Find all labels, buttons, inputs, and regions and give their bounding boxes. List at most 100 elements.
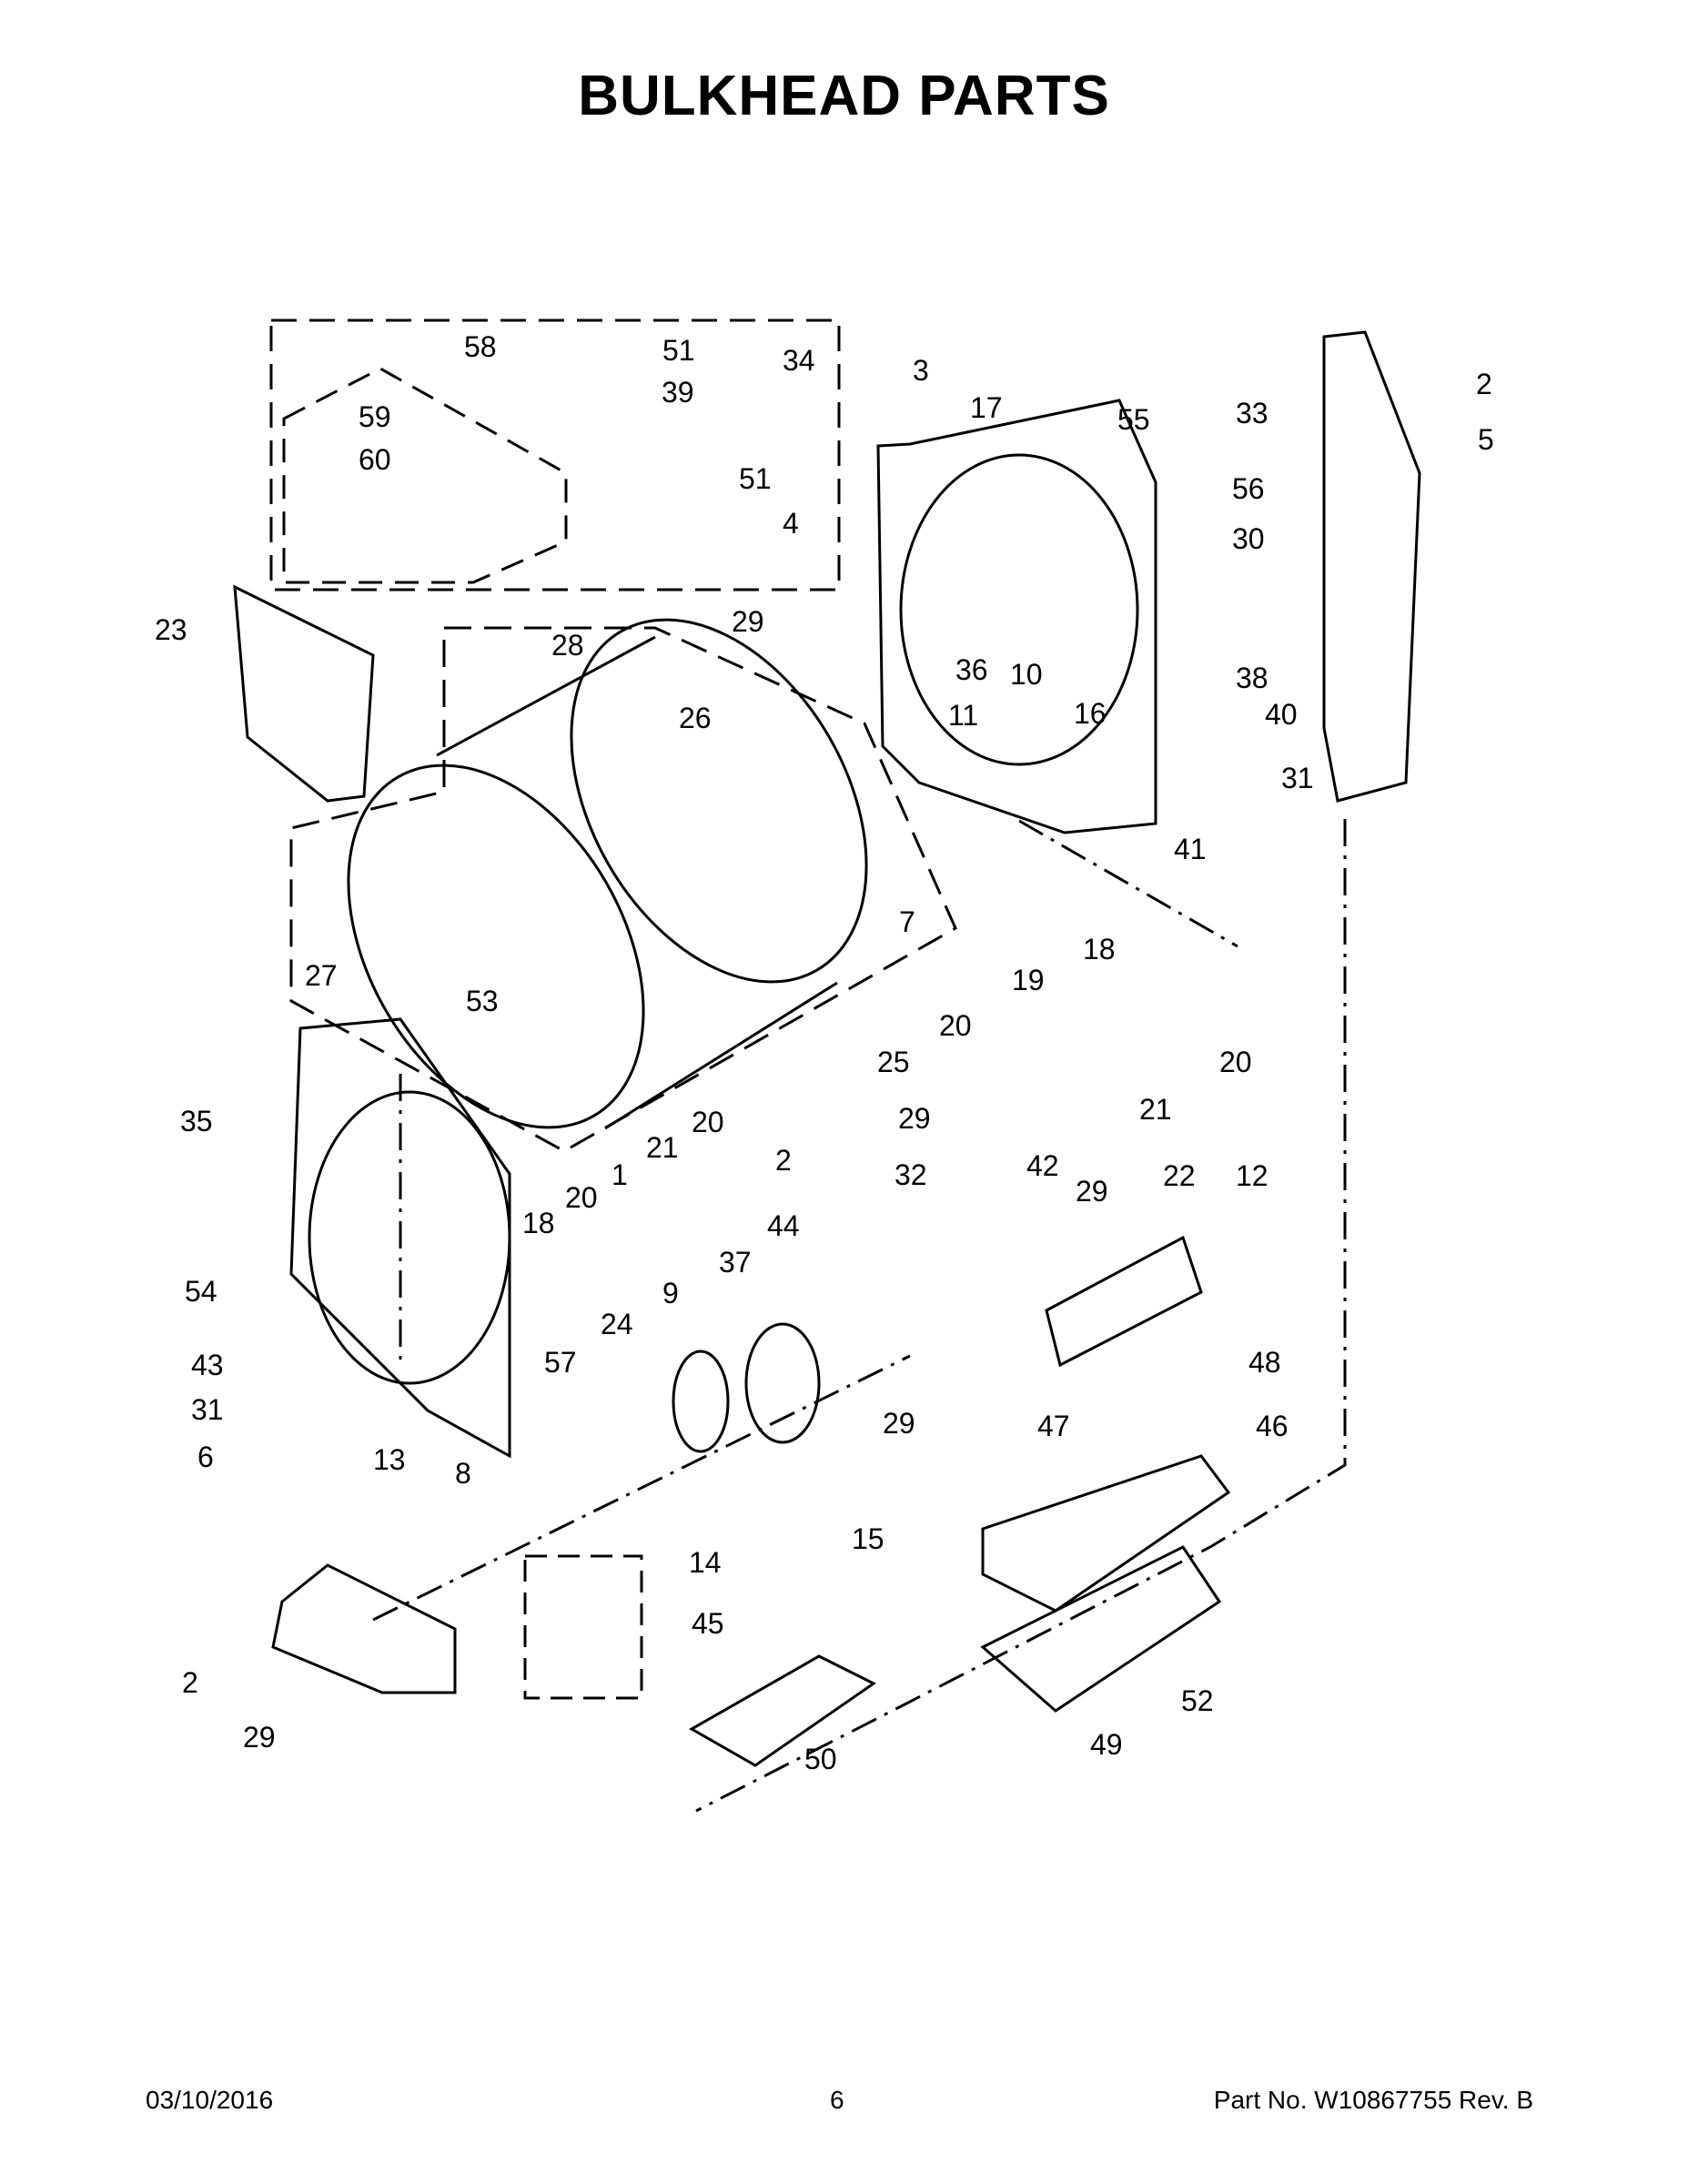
callout-2b: 2 xyxy=(775,1144,792,1177)
callout-45: 2 xyxy=(182,1666,198,1699)
callout-16: 16 xyxy=(1074,697,1107,730)
callout-15: 14 xyxy=(689,1546,722,1579)
axis-line-right xyxy=(695,819,1347,1813)
callout-24: 24 xyxy=(601,1308,633,1340)
callout-49: 52 xyxy=(1181,1684,1214,1717)
callout-34: 34 xyxy=(783,344,815,377)
callout-13: 13 xyxy=(373,1443,406,1476)
callout-29e: 48 xyxy=(1248,1346,1281,1379)
axis-line-drive xyxy=(372,1354,911,1622)
callout-36: 36 xyxy=(955,653,988,686)
heater-element xyxy=(688,1654,876,1767)
callout-50: 49 xyxy=(1090,1728,1123,1761)
callout-12: 12 xyxy=(1236,1159,1269,1192)
callout-43: 43 xyxy=(191,1349,224,1381)
footer-date: 03/10/2016 xyxy=(146,2086,274,2114)
drum-group-outline xyxy=(289,626,957,1153)
callout-21b: 21 xyxy=(646,1131,679,1164)
callout-39: 39 xyxy=(662,376,694,409)
blower-housing-ring xyxy=(672,1350,730,1453)
callout-19: 19 xyxy=(1012,964,1045,996)
kit-box xyxy=(523,1554,643,1700)
axis-line-idler xyxy=(1018,819,1238,948)
drum-rear-rim xyxy=(570,618,868,984)
callout-8: 8 xyxy=(455,1457,471,1490)
callout-53: 53 xyxy=(466,985,499,1017)
drum-body xyxy=(436,635,838,1130)
callout-6: 6 xyxy=(197,1441,214,1473)
callout-5: 5 xyxy=(1478,423,1494,456)
callout-42: 42 xyxy=(1026,1149,1059,1182)
callout-20c: 20 xyxy=(565,1181,598,1214)
callout-26: 26 xyxy=(679,702,712,734)
callout-59: 59 xyxy=(359,400,391,433)
callout-9: 9 xyxy=(662,1277,679,1309)
callout-32: 32 xyxy=(895,1158,927,1191)
callout-48: 15 xyxy=(852,1522,884,1555)
callout-40: 40 xyxy=(1265,698,1298,731)
callout-20b: 20 xyxy=(1219,1046,1252,1078)
callout-55: 55 xyxy=(1117,403,1150,436)
callout-18b: 18 xyxy=(522,1207,555,1239)
callout-11: 11 xyxy=(948,699,978,732)
callout-51b: 51 xyxy=(739,462,772,495)
callout-27: 27 xyxy=(305,959,338,992)
callout-10: 10 xyxy=(1010,658,1043,691)
callout-51: 51 xyxy=(662,334,695,367)
callout-20d: 20 xyxy=(692,1106,724,1138)
callout-29b: 29 xyxy=(898,1102,931,1135)
callout-38: 38 xyxy=(1236,662,1269,694)
callout-20: 20 xyxy=(939,1009,972,1042)
callout-7: 7 xyxy=(899,905,915,938)
heater-can xyxy=(1045,1235,1203,1368)
callout-25: 25 xyxy=(877,1046,910,1078)
callout-58: 58 xyxy=(464,330,497,363)
callout-23: 23 xyxy=(155,613,187,646)
door-opening xyxy=(308,1090,511,1385)
callout-29c: 29 xyxy=(1076,1175,1108,1208)
callout-labels: 58 51 34 3 39 59 60 51 4 17 55 33 2 5 56… xyxy=(155,330,1494,1775)
footer-page-number: 6 xyxy=(830,2086,844,2114)
callout-47: 47 xyxy=(1037,1410,1070,1442)
callout-35: 35 xyxy=(180,1105,213,1138)
drum-front-rim xyxy=(347,763,645,1129)
callout-31: 31 xyxy=(1281,762,1314,794)
callout-28: 28 xyxy=(551,629,584,662)
callout-22: 22 xyxy=(1163,1159,1196,1192)
callout-54: 54 xyxy=(185,1275,217,1308)
callout-41: 41 xyxy=(1174,833,1207,865)
callout-18: 18 xyxy=(1083,933,1116,966)
callout-29: 29 xyxy=(732,605,764,638)
callout-21: 21 xyxy=(1139,1093,1172,1126)
callout-46: 46 xyxy=(1256,1410,1289,1442)
callout-33: 33 xyxy=(1236,397,1269,430)
callout-2c: 29 xyxy=(243,1721,276,1754)
callout-14: 45 xyxy=(692,1607,724,1640)
heater-housing xyxy=(981,1454,1231,1613)
callout-29d: 29 xyxy=(883,1407,915,1440)
page-title: BULKHEAD PARTS xyxy=(578,65,1110,127)
callout-1: 1 xyxy=(612,1158,628,1191)
callout-44: 44 xyxy=(767,1209,800,1242)
callout-29f: 50 xyxy=(804,1743,837,1775)
rear-bulkhead xyxy=(876,399,1157,834)
callout-4: 4 xyxy=(783,507,799,540)
air-duct xyxy=(271,1563,457,1694)
rear-bulkhead-ring xyxy=(899,453,1139,766)
callout-3: 3 xyxy=(913,354,929,387)
callout-57: 57 xyxy=(544,1346,577,1379)
callout-2: 2 xyxy=(1476,368,1492,400)
exhaust-duct xyxy=(1322,330,1421,803)
callout-56: 56 xyxy=(1232,472,1265,505)
console-group-box xyxy=(269,318,841,592)
lint-screen xyxy=(233,584,375,803)
callout-31b: 31 xyxy=(191,1393,224,1426)
callout-37: 37 xyxy=(719,1246,752,1279)
front-bulkhead xyxy=(289,1017,511,1459)
callout-17: 17 xyxy=(970,391,1003,424)
heater-pan xyxy=(980,1545,1222,1713)
console-subgroup-box xyxy=(282,367,568,584)
blower-wheel xyxy=(744,1322,821,1444)
footer-part-number: Part No. W10867755 Rev. B xyxy=(1213,2086,1533,2114)
